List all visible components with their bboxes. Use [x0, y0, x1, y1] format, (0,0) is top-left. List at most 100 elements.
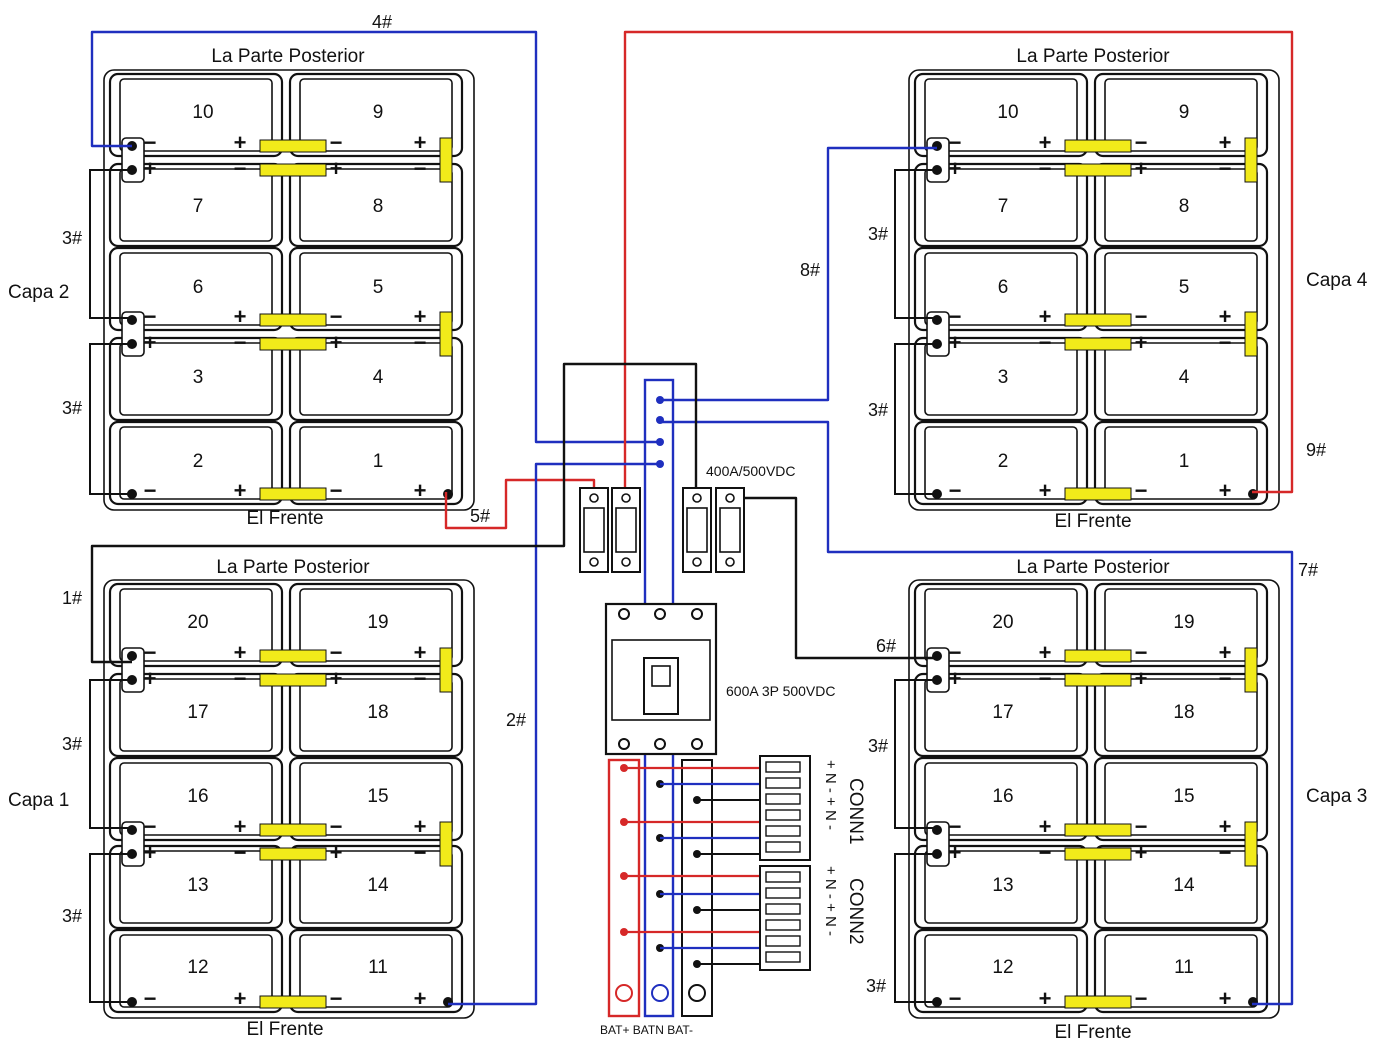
- polarity-sign: +: [949, 840, 962, 865]
- busbar: [1244, 821, 1258, 867]
- breaker-terminal: [618, 738, 630, 750]
- polarity-sign: −: [414, 156, 427, 181]
- polarity-sign: −: [234, 840, 247, 865]
- cable-2-wire: [448, 462, 660, 1006]
- polarity-sign: +: [414, 304, 427, 329]
- polarity-sign: +: [414, 130, 427, 155]
- fuse: [579, 487, 609, 573]
- busbar: [259, 847, 327, 861]
- connector-block: [759, 755, 811, 861]
- battery-bank-top-left: −+−++−+−−+−++−+−−+−+: [89, 69, 475, 511]
- fuse-link: [719, 507, 741, 553]
- bus-node: [656, 438, 664, 446]
- jumper-cable: [89, 169, 132, 319]
- connector-pin: [765, 809, 801, 821]
- busbar: [1064, 337, 1132, 351]
- polarity-sign: −: [1039, 330, 1052, 355]
- fuse-link: [615, 507, 637, 553]
- breaker-terminal: [691, 738, 703, 750]
- polarity-sign: +: [330, 666, 343, 691]
- polarity-sign: −: [1135, 130, 1148, 155]
- polarity-sign: −: [949, 814, 962, 839]
- polarity-sign: +: [1135, 156, 1148, 181]
- polarity-sign: +: [234, 478, 247, 503]
- polarity-sign: −: [1039, 666, 1052, 691]
- polarity-sign: +: [1039, 130, 1052, 155]
- polarity-sign: +: [414, 814, 427, 839]
- connector-pin: [765, 825, 801, 837]
- polarity-sign: +: [330, 840, 343, 865]
- busbar: [259, 487, 327, 501]
- busbar: [1064, 313, 1132, 327]
- bat-plus-terminal: [615, 984, 633, 1002]
- busbar: [1064, 487, 1132, 501]
- bat-minus-terminal: [688, 984, 706, 1002]
- polarity-sign: −: [1135, 814, 1148, 839]
- polarity-sign: −: [330, 640, 343, 665]
- fuse-terminal: [621, 557, 631, 567]
- busbar: [259, 313, 327, 327]
- busbar: [259, 337, 327, 351]
- polarity-sign: −: [1219, 156, 1232, 181]
- connector-pin: [765, 871, 801, 883]
- bank-frame: [908, 69, 1280, 511]
- breaker-terminal: [654, 608, 666, 620]
- bus-node: [656, 396, 664, 404]
- polarity-sign: −: [1219, 330, 1232, 355]
- busbar: [439, 821, 453, 867]
- polarity-sign: +: [1219, 478, 1232, 503]
- busbar: [259, 995, 327, 1009]
- busbar: [1244, 137, 1258, 183]
- fuse-terminal: [621, 493, 631, 503]
- polarity-sign: −: [1219, 666, 1232, 691]
- polarity-sign: +: [1219, 640, 1232, 665]
- breaker-panel: [611, 639, 711, 721]
- polarity-sign: +: [234, 640, 247, 665]
- polarity-sign: −: [949, 304, 962, 329]
- breaker-handle-cap: [651, 665, 671, 687]
- cable-8-wire: [660, 146, 937, 402]
- terminal-post: [932, 141, 942, 151]
- battery-bank-bottom-right: −+−++−+−−+−++−+−−+−+: [894, 579, 1280, 1019]
- polarity-sign: +: [1219, 130, 1232, 155]
- battery-bank-bottom-left: −+−++−+−−+−++−+−−+−+: [89, 579, 475, 1019]
- fuse-terminal: [692, 557, 702, 567]
- polarity-sign: −: [144, 304, 157, 329]
- polarity-sign: −: [1219, 840, 1232, 865]
- polarity-sign: −: [414, 840, 427, 865]
- bat-minus-bar: [681, 759, 713, 1017]
- polarity-sign: −: [144, 130, 157, 155]
- polarity-sign: +: [1039, 478, 1052, 503]
- polarity-sign: −: [144, 640, 157, 665]
- polarity-sign: −: [949, 640, 962, 665]
- fuse-terminal: [692, 493, 702, 503]
- terminal-post: [932, 315, 942, 325]
- busbar: [1244, 311, 1258, 357]
- jumper-cable: [894, 679, 937, 829]
- polarity-sign: −: [144, 814, 157, 839]
- polarity-sign: +: [144, 666, 157, 691]
- battery-bank-top-right: −+−++−+−−+−++−+−−+−+: [894, 69, 1280, 511]
- busbar: [1064, 823, 1132, 837]
- fuse: [715, 487, 745, 573]
- polarity-sign: −: [1039, 156, 1052, 181]
- polarity-sign: −: [414, 330, 427, 355]
- polarity-sign: +: [1039, 814, 1052, 839]
- polarity-sign: −: [330, 814, 343, 839]
- terminal-post: [1248, 997, 1258, 1007]
- polarity-sign: −: [234, 330, 247, 355]
- bank-frame: [103, 579, 475, 1019]
- busbar: [1064, 847, 1132, 861]
- polarity-sign: −: [330, 130, 343, 155]
- polarity-sign: +: [1039, 640, 1052, 665]
- polarity-sign: +: [1219, 304, 1232, 329]
- polarity-sign: −: [949, 130, 962, 155]
- polarity-sign: −: [1135, 986, 1148, 1011]
- polarity-sign: −: [330, 478, 343, 503]
- polarity-sign: −: [144, 478, 157, 503]
- connector-pin: [765, 903, 801, 915]
- terminal-post: [443, 997, 453, 1007]
- polarity-sign: +: [234, 304, 247, 329]
- jumper-cable: [89, 343, 132, 495]
- cable-9-wire: [623, 30, 1294, 498]
